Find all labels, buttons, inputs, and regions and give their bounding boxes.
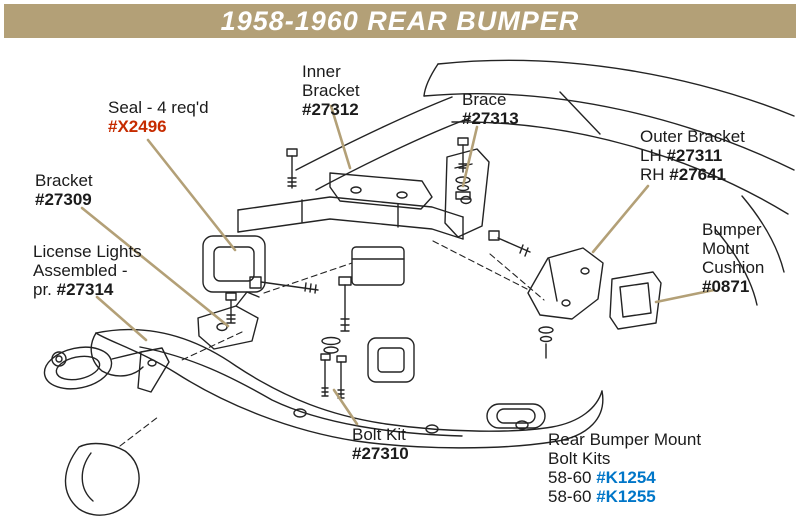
- label-line: 58-60 #K1255: [548, 487, 701, 506]
- label-text: RH: [640, 165, 670, 184]
- leader-lines: [80, 104, 716, 426]
- leader-brace: [461, 125, 479, 188]
- label-text: pr.: [33, 280, 57, 299]
- part-bracket: [197, 291, 260, 350]
- part-body-panel: [295, 59, 795, 306]
- leader-license-lights: [95, 295, 148, 342]
- part-number: #K1255: [596, 487, 656, 506]
- part-number: #27641: [669, 165, 727, 184]
- label-text: Cushion: [702, 258, 765, 277]
- label-line: LH #27311: [640, 146, 745, 165]
- part-number: #27313: [462, 109, 519, 128]
- title-banner: 1958-1960 REAR BUMPER: [4, 4, 796, 38]
- part-center-box: [351, 246, 405, 286]
- part-bumper-end: [64, 442, 140, 516]
- label-text: 58-60: [548, 487, 597, 506]
- label-rear-bumper-mount-bolt-kits: Rear Bumper Mount Bolt Kits 58-60 #K1254…: [548, 430, 701, 506]
- label-text: License Lights: [33, 242, 142, 261]
- part-seal: [202, 235, 266, 293]
- label-text: 58-60: [548, 468, 597, 487]
- part-bumper: [90, 328, 604, 449]
- leader-inner-bracket: [329, 104, 352, 170]
- label-bumper-mount-cushion: Bumper Mount Cushion #0871: [702, 220, 764, 296]
- leader-seal: [146, 138, 237, 252]
- part-number: #27314: [56, 280, 114, 299]
- label-text: Assembled -: [33, 261, 128, 280]
- leader-bolt-kit: [332, 388, 359, 426]
- label-text: Seal - 4 req'd: [108, 98, 209, 117]
- line-art: [43, 59, 795, 516]
- leader-cushion: [654, 288, 716, 304]
- label-bracket: Bracket #27309: [35, 171, 93, 209]
- part-number: #27310: [352, 444, 409, 463]
- label-text: Bumper: [702, 220, 762, 239]
- part-number: #X2496: [108, 117, 167, 136]
- label-license-lights: License Lights Assembled - pr. #27314: [33, 242, 142, 299]
- label-text: Rear Bumper Mount: [548, 430, 702, 449]
- label-text: Bolt Kit: [352, 425, 406, 444]
- label-text: Outer Bracket: [640, 127, 745, 146]
- label-text: Bracket: [302, 81, 360, 100]
- leader-outer-bracket: [591, 184, 650, 254]
- part-brace: [444, 148, 490, 238]
- part-number: #27311: [666, 146, 723, 165]
- label-text: Bracket: [35, 171, 93, 190]
- label-line: pr. #27314: [33, 280, 142, 299]
- label-line: RH #27641: [640, 165, 745, 184]
- label-text: Mount: [702, 239, 750, 258]
- part-license-lights: [43, 346, 170, 393]
- part-cushion: [609, 271, 662, 330]
- part-number: #K1254: [596, 468, 656, 487]
- assembly-dashed-lines: [119, 240, 545, 447]
- label-text: LH: [640, 146, 667, 165]
- label-text: Brace: [462, 90, 507, 109]
- label-inner-bracket: Inner Bracket #27312: [302, 62, 360, 119]
- part-seal-2: [367, 337, 415, 383]
- label-seal: Seal - 4 req'd #X2496: [108, 98, 209, 136]
- part-inner-bracket: [329, 172, 433, 210]
- part-hardware: [225, 137, 554, 399]
- label-text: Bolt Kits: [548, 449, 611, 468]
- part-frame-bar: [237, 196, 464, 240]
- part-outer-bracket: [527, 247, 604, 320]
- label-brace: Brace #27313: [462, 90, 519, 128]
- part-number: #27309: [35, 190, 92, 209]
- label-line: 58-60 #K1254: [548, 468, 701, 487]
- page-title: 1958-1960 REAR BUMPER: [220, 5, 580, 36]
- leader-bracket: [80, 206, 230, 328]
- label-bolt-kit: Bolt Kit #27310: [352, 425, 409, 463]
- part-number: #0871: [702, 277, 750, 296]
- label-outer-bracket: Outer Bracket LH #27311 RH #27641: [640, 127, 745, 184]
- part-number: #27312: [302, 100, 359, 119]
- label-text: Inner: [302, 62, 341, 81]
